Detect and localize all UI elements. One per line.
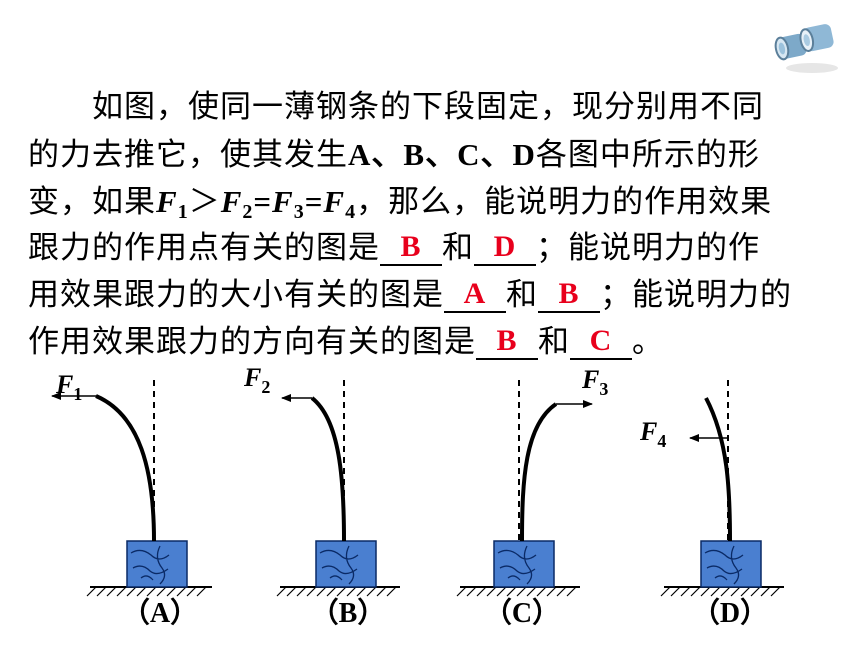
steel-strip: [95, 394, 156, 542]
steel-strip-figure: F1 （A） F2 （B） F3 （C） F4 （D）: [51, 363, 784, 629]
steel-strip: [520, 402, 558, 542]
steel-strip: [704, 397, 732, 542]
steel-strip: [310, 396, 346, 542]
clamp-block: [493, 540, 555, 588]
question-line-5b: ；能说明力的: [600, 277, 792, 313]
panel-label-d: （D）: [692, 596, 768, 629]
question-line-6a: 作用效果跟力的方向有关的图是: [28, 324, 476, 360]
question-line-2a: 的力去推它，使其发生: [28, 137, 348, 173]
ground-hatch: [86, 586, 207, 597]
force-label-f1: F1: [55, 370, 82, 404]
answer-blank-dir-2: C: [570, 323, 632, 360]
block-texture: [497, 545, 537, 585]
question-line-3b: ，那么，能说明力的作用效果: [356, 184, 773, 220]
answer-size-2: B: [558, 277, 580, 310]
and-word: 和: [442, 230, 474, 266]
force-label-f2: F2: [243, 363, 270, 397]
answer-blank-point-2: D: [474, 229, 536, 266]
question-line-3a: 变，如果: [28, 184, 156, 220]
and-word: 和: [538, 324, 570, 360]
panel-c: F3 （C）: [456, 365, 608, 629]
force-f4: F4: [323, 184, 356, 222]
panel-label-c: （C）: [484, 596, 560, 629]
question-line-4b: ；能说明力的作: [536, 230, 760, 266]
answer-blank-dir-1: B: [476, 323, 538, 360]
question-line-2b: 各图中所示的形: [535, 137, 760, 173]
greater-than-sign: ＞: [188, 184, 221, 220]
answer-blank-size-1: A: [444, 276, 506, 313]
answer-blank-point-1: B: [380, 229, 442, 266]
answer-dir-1: B: [496, 324, 518, 357]
block-texture: [704, 545, 744, 585]
panel-d: F4 （D）: [639, 380, 784, 629]
equals-sign: =: [304, 184, 324, 219]
figure-letters: A、B、C、D: [348, 137, 536, 172]
force-symbol: F: [323, 184, 346, 219]
panel-label-b: （B）: [311, 596, 386, 629]
ground-hatch: [456, 586, 577, 597]
panel-b: F2 （B）: [243, 363, 400, 629]
force-subscript: 1: [177, 201, 189, 223]
force-f3: F3: [272, 184, 305, 222]
force-symbol: F: [156, 184, 178, 219]
force-subscript: 2: [242, 201, 254, 223]
block-texture: [319, 545, 359, 585]
question-line-4a: 跟力的作用点有关的图是: [28, 230, 380, 266]
force-f2: F2: [220, 184, 254, 222]
question-text: 如图，使同一薄钢条的下段固定，现分别用不同 的力去推它，使其发生A、B、C、D各…: [28, 84, 828, 366]
force-symbol: F: [272, 184, 294, 219]
answer-dir-2: C: [589, 324, 613, 357]
force-subscript: 4: [345, 201, 357, 223]
question-end-mark: 。: [632, 324, 664, 360]
ground-hatch: [660, 586, 781, 597]
panel-label-a: （A）: [122, 596, 198, 629]
block-texture: [130, 545, 170, 585]
answer-size-1: A: [463, 277, 487, 310]
binoculars-icon: [774, 24, 838, 73]
question-line-1-text: 如图，使同一薄钢条的下段固定，现分别用不同: [92, 89, 764, 125]
clamp-block: [700, 540, 762, 588]
question-line-5a: 用效果跟力的大小有关的图是: [28, 277, 444, 313]
and-word: 和: [506, 277, 538, 313]
answer-point-2: D: [493, 230, 517, 263]
force-symbol: F: [220, 184, 243, 219]
question-line-3: 变，如果F1＞F2=F3=F4，那么，能说明力的作用效果: [28, 178, 828, 225]
question-line-1: 如图，使同一薄钢条的下段固定，现分别用不同: [28, 84, 828, 131]
panel-a: F1 （A）: [51, 370, 212, 629]
answer-blank-size-2: B: [538, 276, 600, 313]
force-subscript: 3: [293, 201, 305, 223]
answer-point-1: B: [400, 230, 422, 263]
ground-hatch: [276, 586, 397, 597]
question-line-2: 的力去推它，使其发生A、B、C、D各图中所示的形: [28, 131, 828, 178]
force-label-f3: F3: [581, 365, 608, 399]
force-label-f4: F4: [639, 417, 666, 451]
clamp-block: [315, 540, 377, 588]
clamp-block: [126, 540, 188, 588]
equals-sign: =: [253, 184, 273, 219]
force-f1: F1: [156, 184, 189, 222]
